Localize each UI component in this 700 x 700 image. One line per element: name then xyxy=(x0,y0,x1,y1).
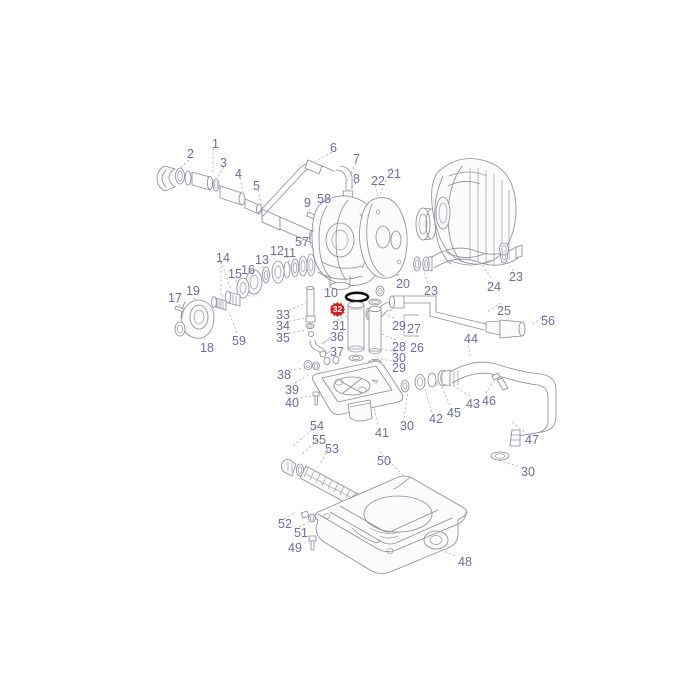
callout-22[interactable]: 22 xyxy=(371,174,385,188)
callout-11[interactable]: 11 xyxy=(283,246,296,260)
ring-23-upper-right xyxy=(499,242,509,256)
oring-32 xyxy=(344,291,370,303)
callout-17[interactable]: 17 xyxy=(168,291,182,305)
callout-26[interactable]: 26 xyxy=(410,341,424,355)
filter-plate-41 xyxy=(311,361,404,422)
callout-33[interactable]: 33 xyxy=(276,308,290,322)
filter-tube-28 xyxy=(368,305,382,354)
callout-29[interactable]: 29 xyxy=(392,361,406,375)
highlight-badge-32[interactable]: 32 xyxy=(330,302,345,317)
callout-36[interactable]: 36 xyxy=(330,330,344,344)
callout-27[interactable]: 27 xyxy=(407,322,421,336)
bolt-40 xyxy=(312,391,320,406)
fittings-51-52 xyxy=(300,510,316,523)
rings-38-39 xyxy=(303,355,340,371)
callout-9[interactable]: 9 xyxy=(304,196,311,210)
starburst-icon xyxy=(330,302,345,317)
callout-56[interactable]: 56 xyxy=(541,314,555,328)
callout-49[interactable]: 49 xyxy=(288,541,302,555)
callout-37[interactable]: 37 xyxy=(330,345,344,359)
callout-18[interactable]: 18 xyxy=(200,341,214,355)
bearing-stack-11-13 xyxy=(262,253,316,284)
callout-25[interactable]: 25 xyxy=(497,304,511,318)
shaft-assembly-lower xyxy=(174,269,263,339)
callout-46[interactable]: 46 xyxy=(482,394,496,408)
callout-30[interactable]: 30 xyxy=(400,419,414,433)
callout-10[interactable]: 10 xyxy=(324,286,338,300)
bolt-49 xyxy=(308,535,317,551)
callout-16[interactable]: 16 xyxy=(241,263,255,277)
callout-4[interactable]: 4 xyxy=(235,167,242,181)
callout-6[interactable]: 6 xyxy=(330,141,337,155)
callout-45[interactable]: 45 xyxy=(447,406,461,420)
callout-19[interactable]: 19 xyxy=(186,284,200,298)
callout-7[interactable]: 7 xyxy=(353,152,360,166)
callout-53[interactable]: 53 xyxy=(325,442,339,456)
callout-47[interactable]: 47 xyxy=(525,433,539,447)
callout-29[interactable]: 29 xyxy=(392,319,406,333)
oil-pan-50 xyxy=(314,475,468,575)
shaft-assembly-upper xyxy=(156,165,359,264)
rings-42-45 xyxy=(400,369,449,393)
callout-30[interactable]: 30 xyxy=(392,351,406,365)
callout-55[interactable]: 55 xyxy=(312,433,326,447)
bolt-46 xyxy=(491,372,509,391)
callout-44[interactable]: 44 xyxy=(464,332,478,346)
tube-25 xyxy=(403,295,526,339)
callout-51[interactable]: 51 xyxy=(294,526,308,540)
callout-5[interactable]: 5 xyxy=(253,179,260,193)
standpipe-33 xyxy=(305,285,327,358)
bell-housing xyxy=(431,158,517,266)
callout-12[interactable]: 12 xyxy=(270,244,284,258)
callout-15[interactable]: 15 xyxy=(228,267,242,281)
callout-13[interactable]: 13 xyxy=(255,253,269,267)
callout-40[interactable]: 40 xyxy=(285,396,299,410)
bracket-26-27 xyxy=(403,314,419,337)
callout-20[interactable]: 20 xyxy=(396,277,410,291)
callout-48[interactable]: 48 xyxy=(458,555,472,569)
callout-38[interactable]: 38 xyxy=(277,368,291,382)
callout-23[interactable]: 23 xyxy=(509,270,523,284)
callout-1[interactable]: 1 xyxy=(212,137,219,151)
callout-24[interactable]: 24 xyxy=(487,280,501,294)
callout-58[interactable]: 58 xyxy=(317,192,331,206)
callout-39[interactable]: 39 xyxy=(285,383,299,397)
callout-3[interactable]: 3 xyxy=(220,156,227,170)
hose-44 xyxy=(441,361,557,461)
callout-30[interactable]: 30 xyxy=(521,465,535,479)
callout-50[interactable]: 50 xyxy=(377,454,391,468)
callout-23[interactable]: 23 xyxy=(424,284,438,298)
callout-21[interactable]: 21 xyxy=(387,167,401,181)
callout-31[interactable]: 31 xyxy=(332,319,346,333)
ring-23-lower xyxy=(375,285,385,297)
callout-52[interactable]: 52 xyxy=(278,517,292,531)
callout-14[interactable]: 14 xyxy=(216,251,230,265)
callout-54[interactable]: 54 xyxy=(310,419,324,433)
callout-34[interactable]: 34 xyxy=(276,319,290,333)
callout-57[interactable]: 57 xyxy=(295,235,309,249)
callout-28[interactable]: 28 xyxy=(392,340,406,354)
callout-43[interactable]: 43 xyxy=(466,397,480,411)
callout-42[interactable]: 42 xyxy=(429,412,443,426)
callout-2[interactable]: 2 xyxy=(187,147,194,161)
callout-59[interactable]: 59 xyxy=(232,334,246,348)
callout-41[interactable]: 41 xyxy=(375,426,389,440)
filter-tube-31 xyxy=(347,301,365,353)
callout-8[interactable]: 8 xyxy=(353,172,360,186)
callout-35[interactable]: 35 xyxy=(276,331,290,345)
gasket-plate-20-22 xyxy=(359,197,408,279)
highlight-number: 32 xyxy=(332,304,343,315)
